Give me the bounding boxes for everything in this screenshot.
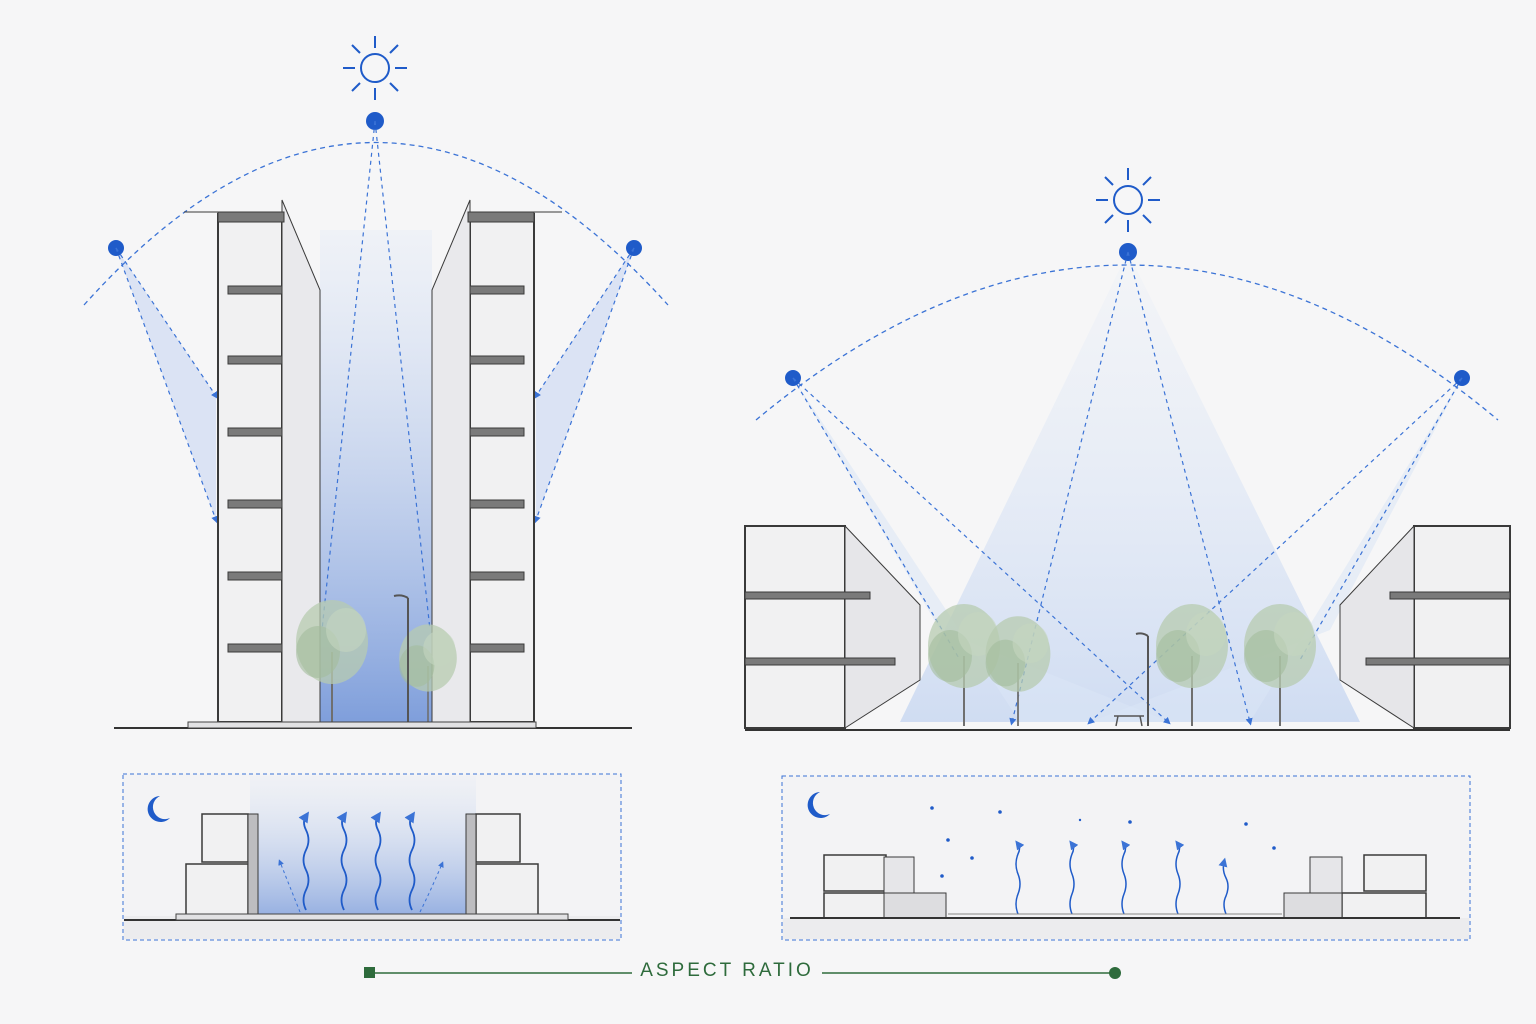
right-low-building <box>1339 524 1511 729</box>
trapped-heat-wash <box>250 776 476 916</box>
wide-light-wash <box>900 252 1360 722</box>
crescent-moon-icon <box>147 796 170 822</box>
left-tower <box>184 199 321 723</box>
scale-start-marker <box>364 967 375 978</box>
heat-radiation-arrows <box>298 811 416 911</box>
canyon-light-wash <box>320 230 432 722</box>
night-stars <box>930 806 1276 878</box>
scale-end-marker <box>1109 967 1121 979</box>
sun-rays <box>115 120 635 631</box>
aspect-ratio-scale <box>364 967 1121 979</box>
street-lamp <box>393 594 409 722</box>
sun-path-arc <box>83 141 669 306</box>
deep-canyon-day-panel <box>83 36 669 729</box>
right-low-night-building <box>1283 854 1427 919</box>
aspect-ratio-label: ASPECT RATIO <box>640 960 814 981</box>
wide-street-day-panel <box>744 168 1511 731</box>
left-stepped-building <box>185 813 259 917</box>
picnic-table <box>1114 715 1144 727</box>
sun-icon <box>343 36 407 100</box>
sun-icon <box>1096 168 1160 232</box>
heat-release-arrows <box>1015 840 1229 915</box>
deep-canyon-night-panel <box>122 773 622 941</box>
left-low-night-building <box>823 854 947 919</box>
reflected-heat-arrows <box>278 859 444 913</box>
left-low-building <box>744 524 921 729</box>
wide-street-night-panel <box>781 775 1471 941</box>
crescent-moon-icon <box>807 792 830 818</box>
street-lamp <box>1135 632 1149 726</box>
